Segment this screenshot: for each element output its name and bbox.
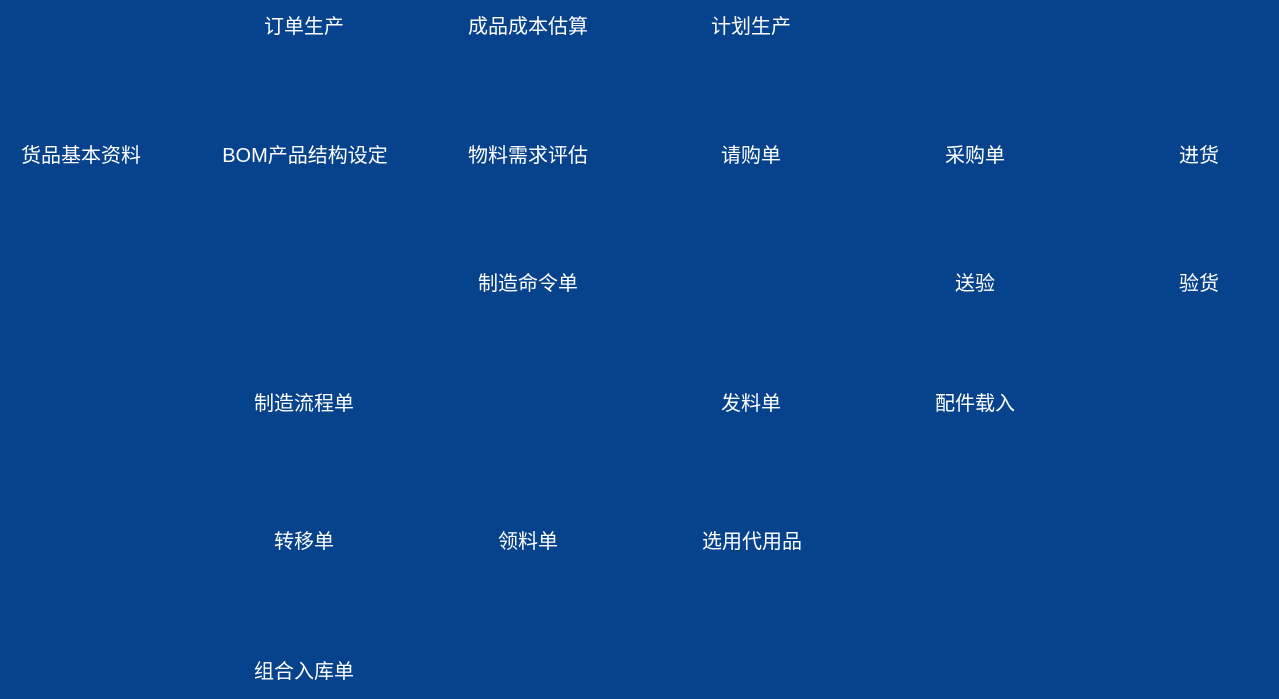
flow-node-planned-production[interactable]: 计划生产 <box>711 16 791 38</box>
flow-node-material-requirement-evaluation[interactable]: 物料需求评估 <box>468 145 588 167</box>
flow-node-purchase-requisition[interactable]: 请购单 <box>721 145 781 167</box>
flow-node-manufacturing-process-sheet[interactable]: 制造流程单 <box>254 393 354 415</box>
flow-node-assembly-stock-in-order[interactable]: 组合入库单 <box>254 661 354 683</box>
flow-node-goods-inspection[interactable]: 验货 <box>1179 273 1219 295</box>
flow-node-parts-loading[interactable]: 配件载入 <box>935 393 1015 415</box>
flow-node-order-production[interactable]: 订单生产 <box>264 16 344 38</box>
flow-node-material-issue-order[interactable]: 发料单 <box>721 393 781 415</box>
flow-node-select-substitute-items[interactable]: 选用代用品 <box>702 531 802 553</box>
flow-node-goods-basic-data[interactable]: 货品基本资料 <box>21 145 141 167</box>
flow-node-send-for-inspection[interactable]: 送验 <box>955 273 995 295</box>
flow-node-incoming-goods[interactable]: 进货 <box>1179 145 1219 167</box>
flow-node-material-requisition-order[interactable]: 领料单 <box>498 531 558 553</box>
flow-node-finished-goods-cost-estimate[interactable]: 成品成本估算 <box>468 16 588 38</box>
flow-node-transfer-order[interactable]: 转移单 <box>274 531 334 553</box>
flow-node-manufacturing-command-order[interactable]: 制造命令单 <box>478 273 578 295</box>
flow-node-purchase-order[interactable]: 采购单 <box>945 145 1005 167</box>
flow-node-bom-product-structure-setup[interactable]: BOM产品结构设定 <box>222 145 388 167</box>
